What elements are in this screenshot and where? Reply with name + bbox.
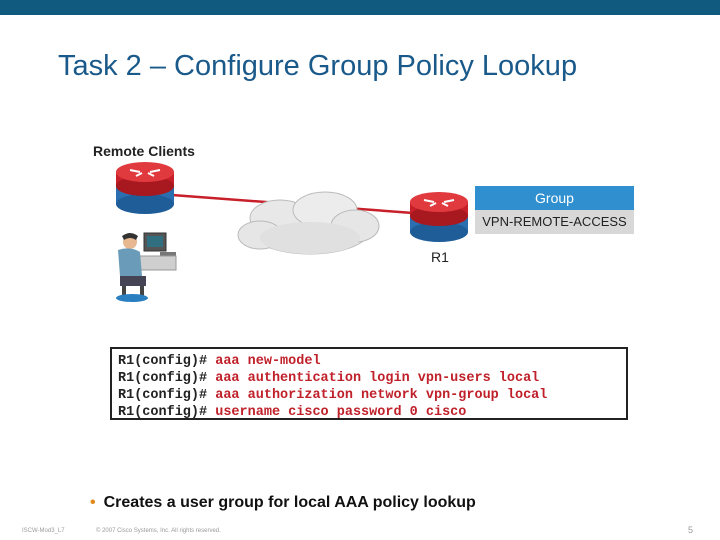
cli-line: R1(config)# aaa authorization network vp… [118,387,620,404]
group-header: Group [475,186,634,210]
page-number: 5 [688,525,694,535]
top-bar [0,0,720,15]
r1-router-icon [410,192,468,242]
cli-prompt: R1(config)# [118,371,208,386]
user-workstation-icon [116,232,177,302]
cli-line: R1(config)# aaa authentication login vpn… [118,370,620,387]
cli-config-box: R1(config)# aaa new-model R1(config)# aa… [110,347,628,420]
cloud-icon [237,191,380,255]
cli-line: R1(config)# aaa new-model [118,353,620,370]
cli-prompt: R1(config)# [118,405,208,420]
group-table: Group VPN-REMOTE-ACCESS [475,186,634,234]
cli-prompt: R1(config)# [118,388,208,403]
bullet-dot-icon: • [90,494,96,511]
footer-copyright: © 2007 Cisco Systems, Inc. All rights re… [96,528,221,534]
cli-command: aaa authentication login vpn-users local [215,371,540,386]
footer-module-label: ISCW-Mod3_L7 [22,528,65,534]
network-diagram [116,162,468,302]
remote-clients-label: Remote Clients [93,143,195,159]
remote-router-icon [116,162,174,214]
cli-line: R1(config)# username cisco password 0 ci… [118,404,620,421]
cli-command: aaa authorization network vpn-group loca… [215,388,548,403]
cli-command: aaa new-model [215,354,321,369]
router-label: R1 [431,249,449,265]
cli-command: username cisco password 0 cisco [215,405,467,420]
bullet-text: Creates a user group for local AAA polic… [103,494,476,511]
group-value: VPN-REMOTE-ACCESS [475,210,634,234]
slide-title: Task 2 – Configure Group Policy Lookup [58,50,578,82]
bullet-point: • Creates a user group for local AAA poli… [90,494,476,512]
cli-prompt: R1(config)# [118,354,208,369]
